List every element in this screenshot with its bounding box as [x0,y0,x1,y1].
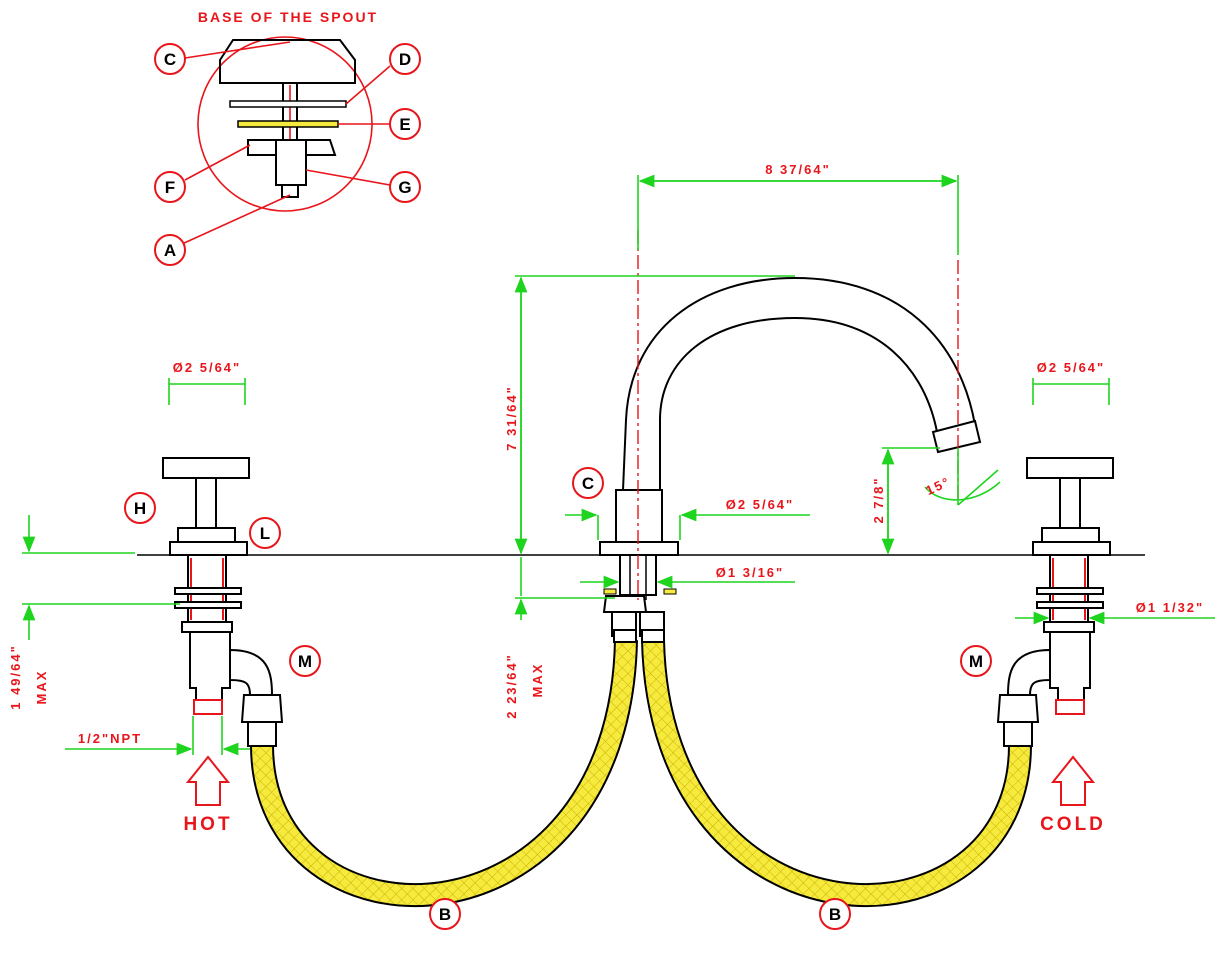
fitting-g [275,139,307,186]
spout-aerator [931,419,982,454]
dim-spout-height: 7 31/64" [504,385,519,451]
cold-inlet-thread [1055,699,1085,715]
hot-valve: HOT [162,457,284,835]
hot-handle-stem [195,477,217,529]
callout-g: G [389,171,421,203]
callout-d: D [389,43,421,75]
hot-washer-2 [174,601,242,609]
dim-spout-angle: 15° [923,474,953,498]
cold-arrow [1050,755,1096,806]
svg-text:M: M [298,652,312,671]
leader-d [345,65,391,105]
main-callouts: H L C M M B B [124,467,992,930]
callout-a: A [154,234,186,266]
spout-base-body [219,39,356,84]
washer-e [237,120,339,128]
svg-text:B: B [439,905,451,924]
callout-b-right: B [819,898,851,930]
callout-f: F [154,171,186,203]
cold-elbow-body [1049,631,1091,701]
flex-hoses [250,639,1032,907]
callout-c-detail: C [154,43,186,75]
hot-inlet-thread [193,699,223,715]
hot-cross-handle [162,457,250,479]
dim-spout-reach: 8 37/64" [765,162,831,177]
dim-inlet-thread: 1/2"NPT [78,731,142,746]
callout-c-main: C [572,467,604,499]
hot-flange [169,541,248,556]
leader-a [181,194,291,245]
hot-label: HOT [183,814,232,835]
cold-label: COLD [1040,814,1106,835]
hot-lock-nut [181,621,233,633]
dim-spout-shank-dia: Ø1 3/16" [716,565,784,580]
leader-f [184,144,251,181]
hose-cold [643,639,1030,905]
hot-hose-nut [240,694,284,723]
cold-cross-handle [1026,457,1114,479]
spout-inner-arc [659,316,938,490]
dim-handle-dia-right: Ø2 5/64" [1037,360,1105,375]
hot-elbow [229,648,274,696]
svg-text:G: G [398,178,411,197]
dim-spout-shank-max: MAX [530,663,545,698]
dimension-lines [22,174,1215,756]
cold-handle-stem [1059,477,1081,529]
cold-bonnet [1041,527,1100,543]
svg-text:M: M [969,652,983,671]
callout-m-left: M [289,645,321,677]
dim-valve-shank-length: 1 49/64" [8,644,23,710]
callout-h: H [124,492,156,524]
cold-hose-ferrule [1003,721,1033,747]
svg-text:L: L [260,524,270,543]
dim-spout-base-dia: Ø2 5/64" [726,497,794,512]
dim-valve-shank-dia: Ø1 1/32" [1136,600,1204,615]
callout-e: E [389,108,421,140]
cold-lock-nut [1043,621,1095,633]
hot-arrow [185,755,231,806]
spout-base-detail: BASE OF THE SPOUT C D E F G A [154,9,421,266]
svg-text:A: A [164,241,176,260]
spout-flange [599,541,679,556]
spout [599,230,982,643]
dim-valve-shank-max: MAX [34,670,49,705]
dim-outlet-height: 2 7/8" [871,476,886,523]
callout-m-right: M [960,645,992,677]
svg-text:B: B [829,905,841,924]
hot-washer-1 [174,587,242,595]
hot-hose-ferrule [247,721,277,747]
callout-l: L [249,517,281,549]
svg-text:H: H [134,499,146,518]
hot-bonnet [177,527,236,543]
svg-text:C: C [164,50,176,69]
hot-elbow-body [189,631,231,701]
leader-g [305,169,391,186]
cold-valve: COLD [996,457,1114,835]
cold-elbow [1006,648,1051,696]
spout-outer-arc [622,276,976,491]
svg-text:F: F [165,178,175,197]
detail-title: BASE OF THE SPOUT [198,9,378,25]
leader-c [184,41,291,59]
svg-text:C: C [582,474,594,493]
dimension-texts: 8 37/64" 7 31/64" 2 23/64" MAX 2 7/8" 15… [8,162,1204,746]
svg-text:E: E [399,115,410,134]
spout-body [615,489,663,543]
fitting-tip [281,184,299,198]
dim-spout-shank-length: 2 23/64" [504,653,519,719]
svg-text:D: D [399,50,411,69]
cold-hose-nut [996,694,1040,723]
callout-b-left: B [429,898,461,930]
washer-d [229,100,347,108]
hose-hot [252,639,636,905]
cold-flange [1032,541,1111,556]
dim-handle-dia-left: Ø2 5/64" [173,360,241,375]
